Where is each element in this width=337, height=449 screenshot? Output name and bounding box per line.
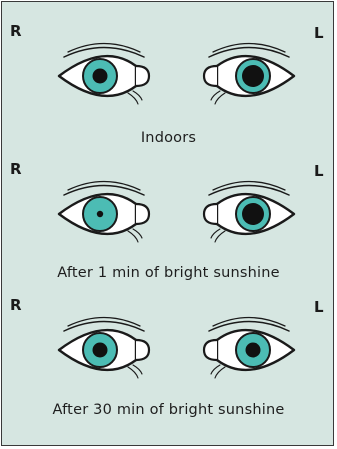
left-side-label: L — [314, 162, 324, 180]
left-eye-indoors — [199, 40, 299, 112]
pupil — [93, 69, 108, 84]
left-eye-after-1-min — [199, 178, 299, 250]
caruncle — [204, 340, 217, 360]
caption-after-1-min: After 1 min of bright sunshine — [2, 265, 335, 281]
right-eye-after-30-min — [54, 314, 154, 386]
diagram-panel: R L Indoors R L After 1 min of bright su… — [1, 1, 334, 446]
caruncle — [136, 66, 149, 86]
right-eye-indoors — [54, 40, 154, 112]
left-side-label: L — [314, 24, 324, 42]
pupil — [242, 65, 264, 87]
caruncle — [204, 204, 217, 224]
right-side-label: R — [10, 160, 22, 178]
crease-line — [215, 367, 225, 378]
caption-after-30-min: After 30 min of bright sunshine — [2, 402, 335, 418]
crease-line — [215, 93, 225, 104]
crease-line — [128, 367, 138, 378]
caruncle — [136, 340, 149, 360]
pupil — [242, 203, 264, 225]
pupil — [93, 343, 108, 358]
crease-line — [128, 93, 138, 104]
right-side-label: R — [10, 296, 22, 314]
crease-line — [215, 231, 225, 242]
caruncle — [204, 66, 217, 86]
caption-indoors: Indoors — [2, 130, 335, 146]
crease-line — [128, 231, 138, 242]
pupil — [97, 211, 103, 217]
pupil — [246, 343, 261, 358]
left-eye-after-30-min — [199, 314, 299, 386]
right-side-label: R — [10, 22, 22, 40]
left-side-label: L — [314, 298, 324, 316]
right-eye-after-1-min — [54, 178, 154, 250]
caruncle — [136, 204, 149, 224]
